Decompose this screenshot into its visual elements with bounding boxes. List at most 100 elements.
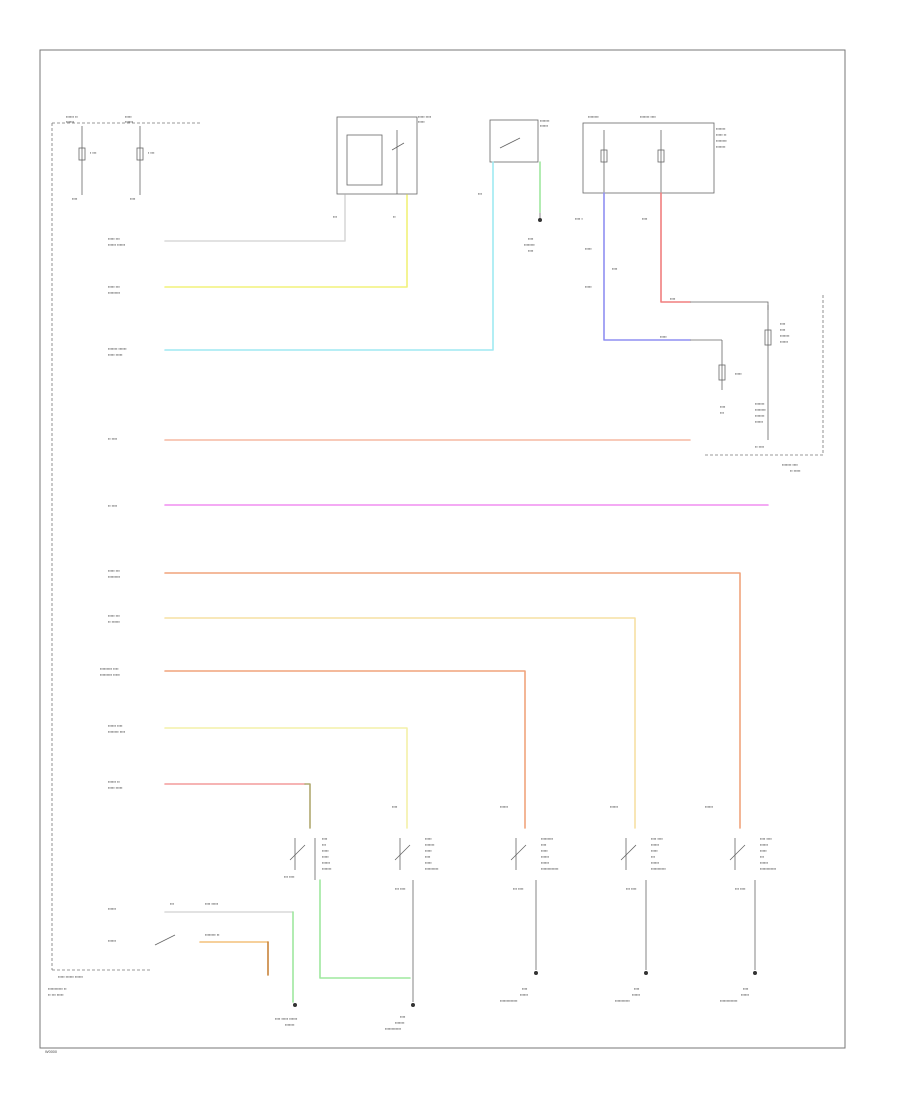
svg-text:▪▪▪: ▪▪▪	[651, 855, 656, 859]
svg-text:▪▪▪ ▪▪▪▪: ▪▪▪ ▪▪▪▪	[735, 887, 746, 891]
svg-text:▪▪▪▪▪▪▪▪▪▪: ▪▪▪▪▪▪▪▪▪▪	[425, 867, 439, 871]
wire-orange-light	[164, 617, 636, 829]
svg-text:▪▪▪▪▪▪: ▪▪▪▪▪▪	[322, 861, 331, 865]
wire-orange-mid	[164, 670, 526, 829]
svg-text:▪▪▪ ▪▪▪▪: ▪▪▪ ▪▪▪▪	[284, 875, 295, 879]
ground-symbol	[534, 971, 538, 975]
svg-text:▪▪▪: ▪▪▪	[170, 902, 175, 906]
svg-text:▪▪▪▪▪: ▪▪▪▪▪	[760, 849, 767, 853]
svg-text:▪▪▪▪▪▪▪▪: ▪▪▪▪▪▪▪▪	[755, 408, 766, 412]
wire-yellow	[164, 194, 408, 288]
svg-text:▪▪▪▪▪▪: ▪▪▪▪▪▪	[540, 124, 549, 128]
svg-text:▪▪▪: ▪▪▪	[322, 843, 327, 847]
svg-text:▪▪▪▪▪ ▪▪▪▪▪▪ ▪▪▪▪▪▪: ▪▪▪▪▪ ▪▪▪▪▪▪ ▪▪▪▪▪▪	[58, 975, 84, 979]
svg-text:▪▪▪▪▪▪: ▪▪▪▪▪▪	[705, 805, 714, 809]
svg-text:▪▪▪▪▪▪: ▪▪▪▪▪▪	[541, 855, 550, 859]
svg-text:▪▪▪▪: ▪▪▪▪	[522, 987, 528, 991]
svg-text:▪▪▪▪▪▪▪: ▪▪▪▪▪▪▪	[322, 867, 332, 871]
ground-symbol	[753, 971, 757, 975]
svg-text:▪▪▪▪: ▪▪▪▪	[425, 855, 431, 859]
wire-light-blue	[164, 161, 494, 351]
svg-text:▪▪▪▪▪▪▪ ▪▪▪▪▪▪: ▪▪▪▪▪▪▪ ▪▪▪▪▪▪	[108, 347, 127, 351]
svg-text:▪▪▪▪▪: ▪▪▪▪▪	[425, 837, 432, 841]
svg-text:▪▪▪▪▪: ▪▪▪▪▪	[425, 861, 432, 865]
right-submodule: ▪▪▪▪ ▪▪▪▪ ▪▪▪▪▪▪▪ ▪▪▪▪▪▪ ▪▪▪▪▪ ▪▪▪▪▪▪▪ ▪…	[585, 247, 824, 473]
svg-text:▪▪▪▪: ▪▪▪▪	[780, 322, 786, 326]
svg-text:▪▪▪▪▪▪: ▪▪▪▪▪▪	[651, 843, 660, 847]
svg-text:▪▪▪▪▪▪: ▪▪▪▪▪▪	[610, 805, 619, 809]
svg-text:▪▪▪▪▪▪▪▪▪▪▪: ▪▪▪▪▪▪▪▪▪▪▪	[615, 999, 630, 1003]
svg-text:▪▪▪▪▪: ▪▪▪▪▪	[660, 335, 667, 339]
svg-text:▪▪▪▪▪▪▪▪▪▪▪: ▪▪▪▪▪▪▪▪▪▪▪	[651, 867, 666, 871]
wires	[164, 161, 769, 1003]
svg-text:▪▪▪▪▪▪: ▪▪▪▪▪▪	[500, 805, 509, 809]
svg-text:▪▪▪▪▪▪: ▪▪▪▪▪▪	[741, 993, 750, 997]
svg-text:▪▪▪▪▪ ▪▪▪▪: ▪▪▪▪▪ ▪▪▪▪	[418, 115, 432, 119]
svg-text:▪ ▪▪▪: ▪ ▪▪▪	[90, 151, 97, 155]
svg-text:▪▪▪▪: ▪▪▪▪	[541, 843, 547, 847]
svg-text:▪▪▪▪▪▪: ▪▪▪▪▪▪	[66, 120, 75, 124]
svg-text:▪▪ ▪▪▪▪: ▪▪ ▪▪▪▪	[755, 445, 765, 449]
svg-text:▪▪▪▪▪▪▪▪ ▪▪: ▪▪▪▪▪▪▪▪ ▪▪	[205, 933, 220, 937]
svg-text:▪▪▪▪▪: ▪▪▪▪▪	[541, 849, 548, 853]
svg-text:▪▪▪▪▪▪: ▪▪▪▪▪▪	[760, 861, 769, 865]
svg-text:▪▪▪▪: ▪▪▪▪	[670, 297, 676, 301]
relay-box: ▪▪▪▪▪ ▪▪▪▪ ▪▪▪▪▪ ▪▪▪ ▪▪	[333, 115, 432, 219]
svg-text:▪▪: ▪▪	[393, 215, 396, 219]
switch-4: ▪▪▪▪ ▪▪▪▪ ▪▪▪▪▪▪ ▪▪▪▪▪ ▪▪▪ ▪▪▪▪▪▪ ▪▪▪▪▪▪…	[610, 805, 666, 970]
svg-text:▪▪▪: ▪▪▪	[720, 411, 725, 415]
wire-olive	[304, 783, 311, 829]
svg-text:▪▪▪▪: ▪▪▪▪	[72, 197, 78, 201]
svg-text:▪▪▪▪▪▪ ▪▪: ▪▪▪▪▪▪ ▪▪	[108, 780, 120, 784]
svg-text:▪▪▪▪▪▪▪▪▪▪▪ ▪▪: ▪▪▪▪▪▪▪▪▪▪▪ ▪▪	[48, 987, 67, 991]
wire-orange-dark	[164, 572, 741, 829]
ground-symbol	[411, 1003, 415, 1007]
ground-symbol	[293, 1003, 297, 1007]
svg-text:▪▪▪▪: ▪▪▪▪	[528, 249, 534, 253]
svg-text:▪▪▪▪▪▪▪: ▪▪▪▪▪▪▪	[540, 119, 550, 123]
svg-text:▪▪▪▪▪▪▪▪: ▪▪▪▪▪▪▪▪	[716, 139, 727, 143]
svg-text:▪▪▪ ▪▪▪▪: ▪▪▪ ▪▪▪▪	[513, 887, 524, 891]
svg-text:▪▪▪▪▪ ▪▪▪: ▪▪▪▪▪ ▪▪▪	[108, 285, 120, 289]
svg-text:▪▪▪▪▪▪ ▪▪▪▪: ▪▪▪▪▪▪ ▪▪▪▪	[108, 724, 123, 728]
svg-text:▪▪▪▪▪▪ ▪▪▪▪▪▪: ▪▪▪▪▪▪ ▪▪▪▪▪▪	[108, 243, 126, 247]
svg-text:▪▪▪▪: ▪▪▪▪	[322, 837, 328, 841]
wire-red-link	[690, 301, 769, 310]
svg-text:▪▪ ▪▪▪▪▪: ▪▪ ▪▪▪▪▪	[790, 469, 801, 473]
svg-text:▪▪▪▪▪▪▪▪ ▪▪▪▪: ▪▪▪▪▪▪▪▪ ▪▪▪▪	[108, 730, 126, 734]
svg-text:▪▪▪▪▪▪▪: ▪▪▪▪▪▪▪	[716, 127, 726, 131]
svg-text:▪▪▪▪▪▪: ▪▪▪▪▪▪	[755, 420, 764, 424]
svg-text:▪▪▪▪ ▪▪▪▪: ▪▪▪▪ ▪▪▪▪	[760, 837, 772, 841]
svg-text:▪▪▪▪▪▪▪▪▪: ▪▪▪▪▪▪▪▪▪	[108, 291, 121, 295]
svg-text:▪▪▪▪▪▪: ▪▪▪▪▪▪	[108, 907, 117, 911]
svg-text:▪▪▪▪▪▪▪▪▪ ▪▪▪▪: ▪▪▪▪▪▪▪▪▪ ▪▪▪▪	[100, 667, 119, 671]
svg-text:▪▪▪ ▪▪▪▪: ▪▪▪ ▪▪▪▪	[395, 887, 406, 891]
svg-text:▪▪ ▪▪▪▪: ▪▪ ▪▪▪▪	[108, 504, 118, 508]
svg-text:▪▪▪▪ ▪: ▪▪▪▪ ▪	[575, 217, 583, 221]
svg-text:▪▪▪▪: ▪▪▪▪	[130, 197, 136, 201]
svg-text:▪▪▪▪▪▪: ▪▪▪▪▪▪	[651, 861, 660, 865]
bottom-switches: ▪▪▪▪ ▪▪▪ ▪▪▪▪▪ ▪▪▪▪▪ ▪▪▪▪▪▪ ▪▪▪▪▪▪▪ ▪▪▪ …	[284, 805, 777, 1002]
ground-symbol	[644, 971, 648, 975]
svg-text:▪▪▪▪▪▪: ▪▪▪▪▪▪	[780, 340, 789, 344]
svg-text:▪▪▪▪: ▪▪▪▪	[642, 217, 648, 221]
svg-text:▪▪▪▪: ▪▪▪▪	[743, 987, 749, 991]
svg-text:▪▪▪▪: ▪▪▪▪	[392, 805, 398, 809]
connector-labels-left: ▪▪▪▪▪ ▪▪▪ ▪▪▪▪▪▪ ▪▪▪▪▪▪ ▪▪▪▪▪ ▪▪▪ ▪▪▪▪▪▪…	[100, 237, 127, 943]
svg-text:▪▪▪▪▪▪▪▪: ▪▪▪▪▪▪▪▪	[588, 115, 599, 119]
svg-text:▪▪▪▪: ▪▪▪▪	[720, 405, 726, 409]
svg-text:▪▪▪▪▪ ▪▪: ▪▪▪▪▪ ▪▪	[716, 133, 727, 137]
switch-2: ▪▪▪▪▪ ▪▪▪▪▪▪▪ ▪▪▪▪▪ ▪▪▪▪ ▪▪▪▪▪ ▪▪▪▪▪▪▪▪▪…	[392, 805, 439, 1002]
svg-text:▪▪▪▪▪▪▪: ▪▪▪▪▪▪▪	[716, 145, 726, 149]
svg-text:▪▪▪▪▪▪: ▪▪▪▪▪▪	[520, 993, 529, 997]
svg-text:▪▪▪▪▪▪▪ ▪▪▪▪: ▪▪▪▪▪▪▪ ▪▪▪▪	[640, 115, 657, 119]
svg-text:▪▪▪▪▪▪▪▪▪▪▪▪: ▪▪▪▪▪▪▪▪▪▪▪▪	[760, 867, 777, 871]
svg-text:▪▪▪▪▪▪▪: ▪▪▪▪▪▪▪	[425, 843, 435, 847]
svg-text:▪▪ ▪▪▪ ▪▪▪▪▪: ▪▪ ▪▪▪ ▪▪▪▪▪	[48, 993, 64, 997]
svg-text:▪▪▪▪▪▪▪▪▪▪▪▪▪: ▪▪▪▪▪▪▪▪▪▪▪▪▪	[500, 999, 518, 1003]
svg-text:▪▪▪▪: ▪▪▪▪	[400, 1015, 406, 1019]
svg-text:▪▪▪▪▪ ▪▪▪: ▪▪▪▪▪ ▪▪▪	[108, 237, 120, 241]
svg-text:▪▪ ▪▪▪▪: ▪▪ ▪▪▪▪	[108, 437, 118, 441]
svg-text:▪▪▪▪▪ ▪▪▪▪▪: ▪▪▪▪▪ ▪▪▪▪▪	[108, 786, 123, 790]
fuse-block-left: ▪▪▪▪▪▪ ▪▪ ▪▪▪▪▪▪ ▪▪▪▪▪ ▪▪▪▪▪▪ ▪ ▪▪▪ ▪ ▪▪…	[48, 115, 200, 997]
